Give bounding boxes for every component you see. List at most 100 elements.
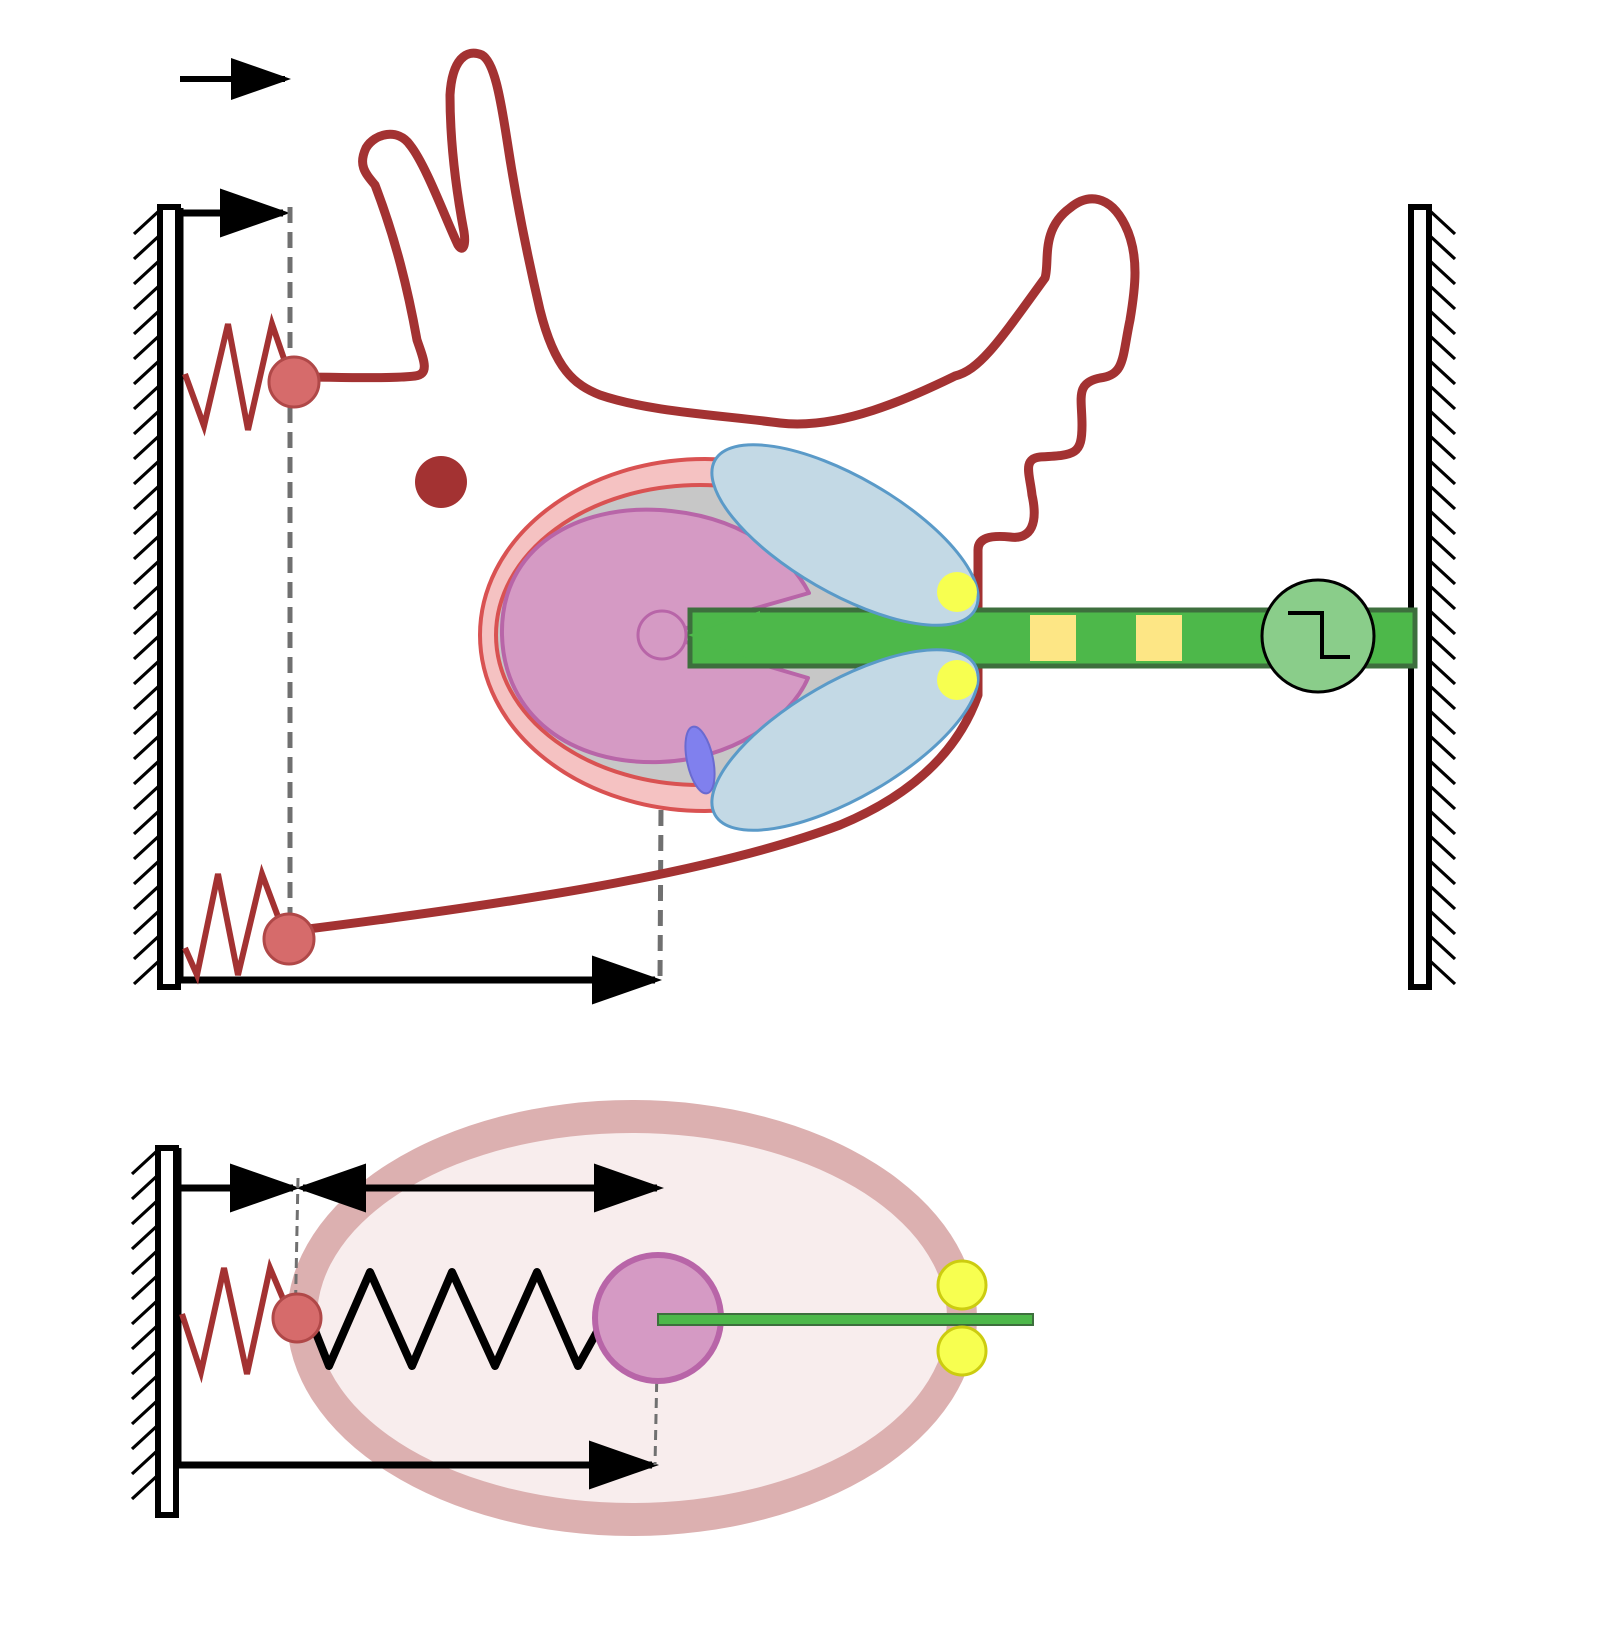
top-spring — [182, 313, 295, 437]
hand-outline — [293, 48, 1140, 935]
hatch-mark — [132, 483, 162, 511]
hatch-mark — [1427, 558, 1457, 586]
bottom-left-wall — [130, 1145, 179, 1518]
hatch-mark — [132, 208, 162, 236]
purple-marker — [684, 725, 716, 795]
hatch-mark — [130, 1173, 160, 1201]
hatch-mark — [1427, 608, 1457, 636]
bottom-upper-yellow-dot — [936, 1259, 988, 1311]
hatch-mark — [130, 1248, 160, 1276]
hatch-mark — [132, 308, 162, 336]
hatch-mark — [132, 358, 162, 386]
hatch-mark — [1427, 583, 1457, 611]
bottom-bead — [262, 912, 316, 966]
hatch-mark — [1427, 808, 1457, 836]
left-wall — [132, 204, 181, 990]
step-glyph — [1288, 611, 1350, 659]
bottom-spring — [182, 863, 289, 985]
hatch-mark — [1427, 933, 1457, 961]
bottom-red-bead — [271, 1292, 323, 1344]
bottom-green-rod — [657, 1313, 1034, 1326]
hatch-mark — [132, 233, 162, 261]
hatch-mark — [1427, 508, 1457, 536]
hatch-mark — [1427, 858, 1457, 886]
motor-step-icon — [1260, 578, 1376, 694]
hatch-mark — [1427, 233, 1457, 261]
hatch-mark — [132, 783, 162, 811]
hatch-mark — [132, 408, 162, 436]
hatch-mark — [1427, 883, 1457, 911]
right-wall — [1408, 204, 1457, 990]
hatch-mark — [130, 1148, 160, 1176]
hatch-mark — [130, 1448, 160, 1476]
hatch-mark — [1427, 908, 1457, 936]
hatch-mark — [130, 1373, 160, 1401]
hatch-mark — [130, 1398, 160, 1426]
bottom-panel — [130, 1100, 1034, 1536]
hatch-mark — [130, 1423, 160, 1451]
hatch-mark — [132, 683, 162, 711]
hatch-mark — [130, 1348, 160, 1376]
hatch-mark — [132, 433, 162, 461]
hatch-mark — [132, 958, 162, 986]
hatch-mark — [1427, 533, 1457, 561]
hatch-mark — [1427, 333, 1457, 361]
hatch-mark — [130, 1473, 160, 1501]
top-panel — [132, 48, 1457, 1005]
hatch-mark — [1427, 758, 1457, 786]
hatch-mark — [1427, 308, 1457, 336]
hatch-mark — [132, 808, 162, 836]
hatch-mark — [1427, 633, 1457, 661]
rod-marker-2 — [1136, 615, 1182, 661]
hatch-mark — [132, 833, 162, 861]
hatch-mark — [1427, 958, 1457, 986]
bottom-lower-yellow-dot — [936, 1325, 988, 1377]
hatch-mark — [132, 633, 162, 661]
hatch-mark — [132, 558, 162, 586]
hatch-mark — [1427, 483, 1457, 511]
hatch-mark — [1427, 683, 1457, 711]
pivot-circle — [636, 609, 688, 661]
hatch-mark — [132, 858, 162, 886]
hatch-mark — [1427, 708, 1457, 736]
hatch-mark — [132, 708, 162, 736]
hatch-mark — [132, 383, 162, 411]
lower-lobe — [710, 648, 980, 832]
hatch-mark — [132, 908, 162, 936]
left-wall-hatch — [132, 208, 162, 986]
hatch-mark — [132, 608, 162, 636]
bottom-wall-hatch — [130, 1148, 160, 1501]
hatch-mark — [1427, 433, 1457, 461]
hatch-mark — [130, 1223, 160, 1251]
hatch-mark — [1427, 658, 1457, 686]
hatch-mark — [132, 333, 162, 361]
right-wall-hatch — [1427, 208, 1457, 986]
hatch-mark — [1427, 283, 1457, 311]
hatch-mark — [132, 283, 162, 311]
hatch-mark — [1427, 733, 1457, 761]
rod-marker-1 — [1030, 615, 1076, 661]
hatch-mark — [1427, 383, 1457, 411]
bottom-black-spring — [306, 1268, 612, 1370]
motor — [1260, 578, 1376, 694]
hatch-mark — [1427, 833, 1457, 861]
green-rod-tip — [688, 611, 760, 663]
hatch-mark — [132, 933, 162, 961]
bottom-left-dashed — [293, 1177, 300, 1331]
bottom-red-spring — [179, 1258, 295, 1384]
hatch-mark — [132, 458, 162, 486]
palm-dot — [415, 456, 467, 508]
hatch-mark — [132, 658, 162, 686]
hatch-mark — [132, 533, 162, 561]
hatch-mark — [132, 583, 162, 611]
hatch-mark — [1427, 358, 1457, 386]
upper-yellow-dot — [937, 572, 977, 612]
hatch-mark — [132, 883, 162, 911]
hatch-mark — [1427, 408, 1457, 436]
hatch-mark — [132, 508, 162, 536]
hatch-mark — [132, 758, 162, 786]
top-bead — [267, 355, 321, 409]
hatch-mark — [130, 1198, 160, 1226]
hatch-mark — [1427, 783, 1457, 811]
